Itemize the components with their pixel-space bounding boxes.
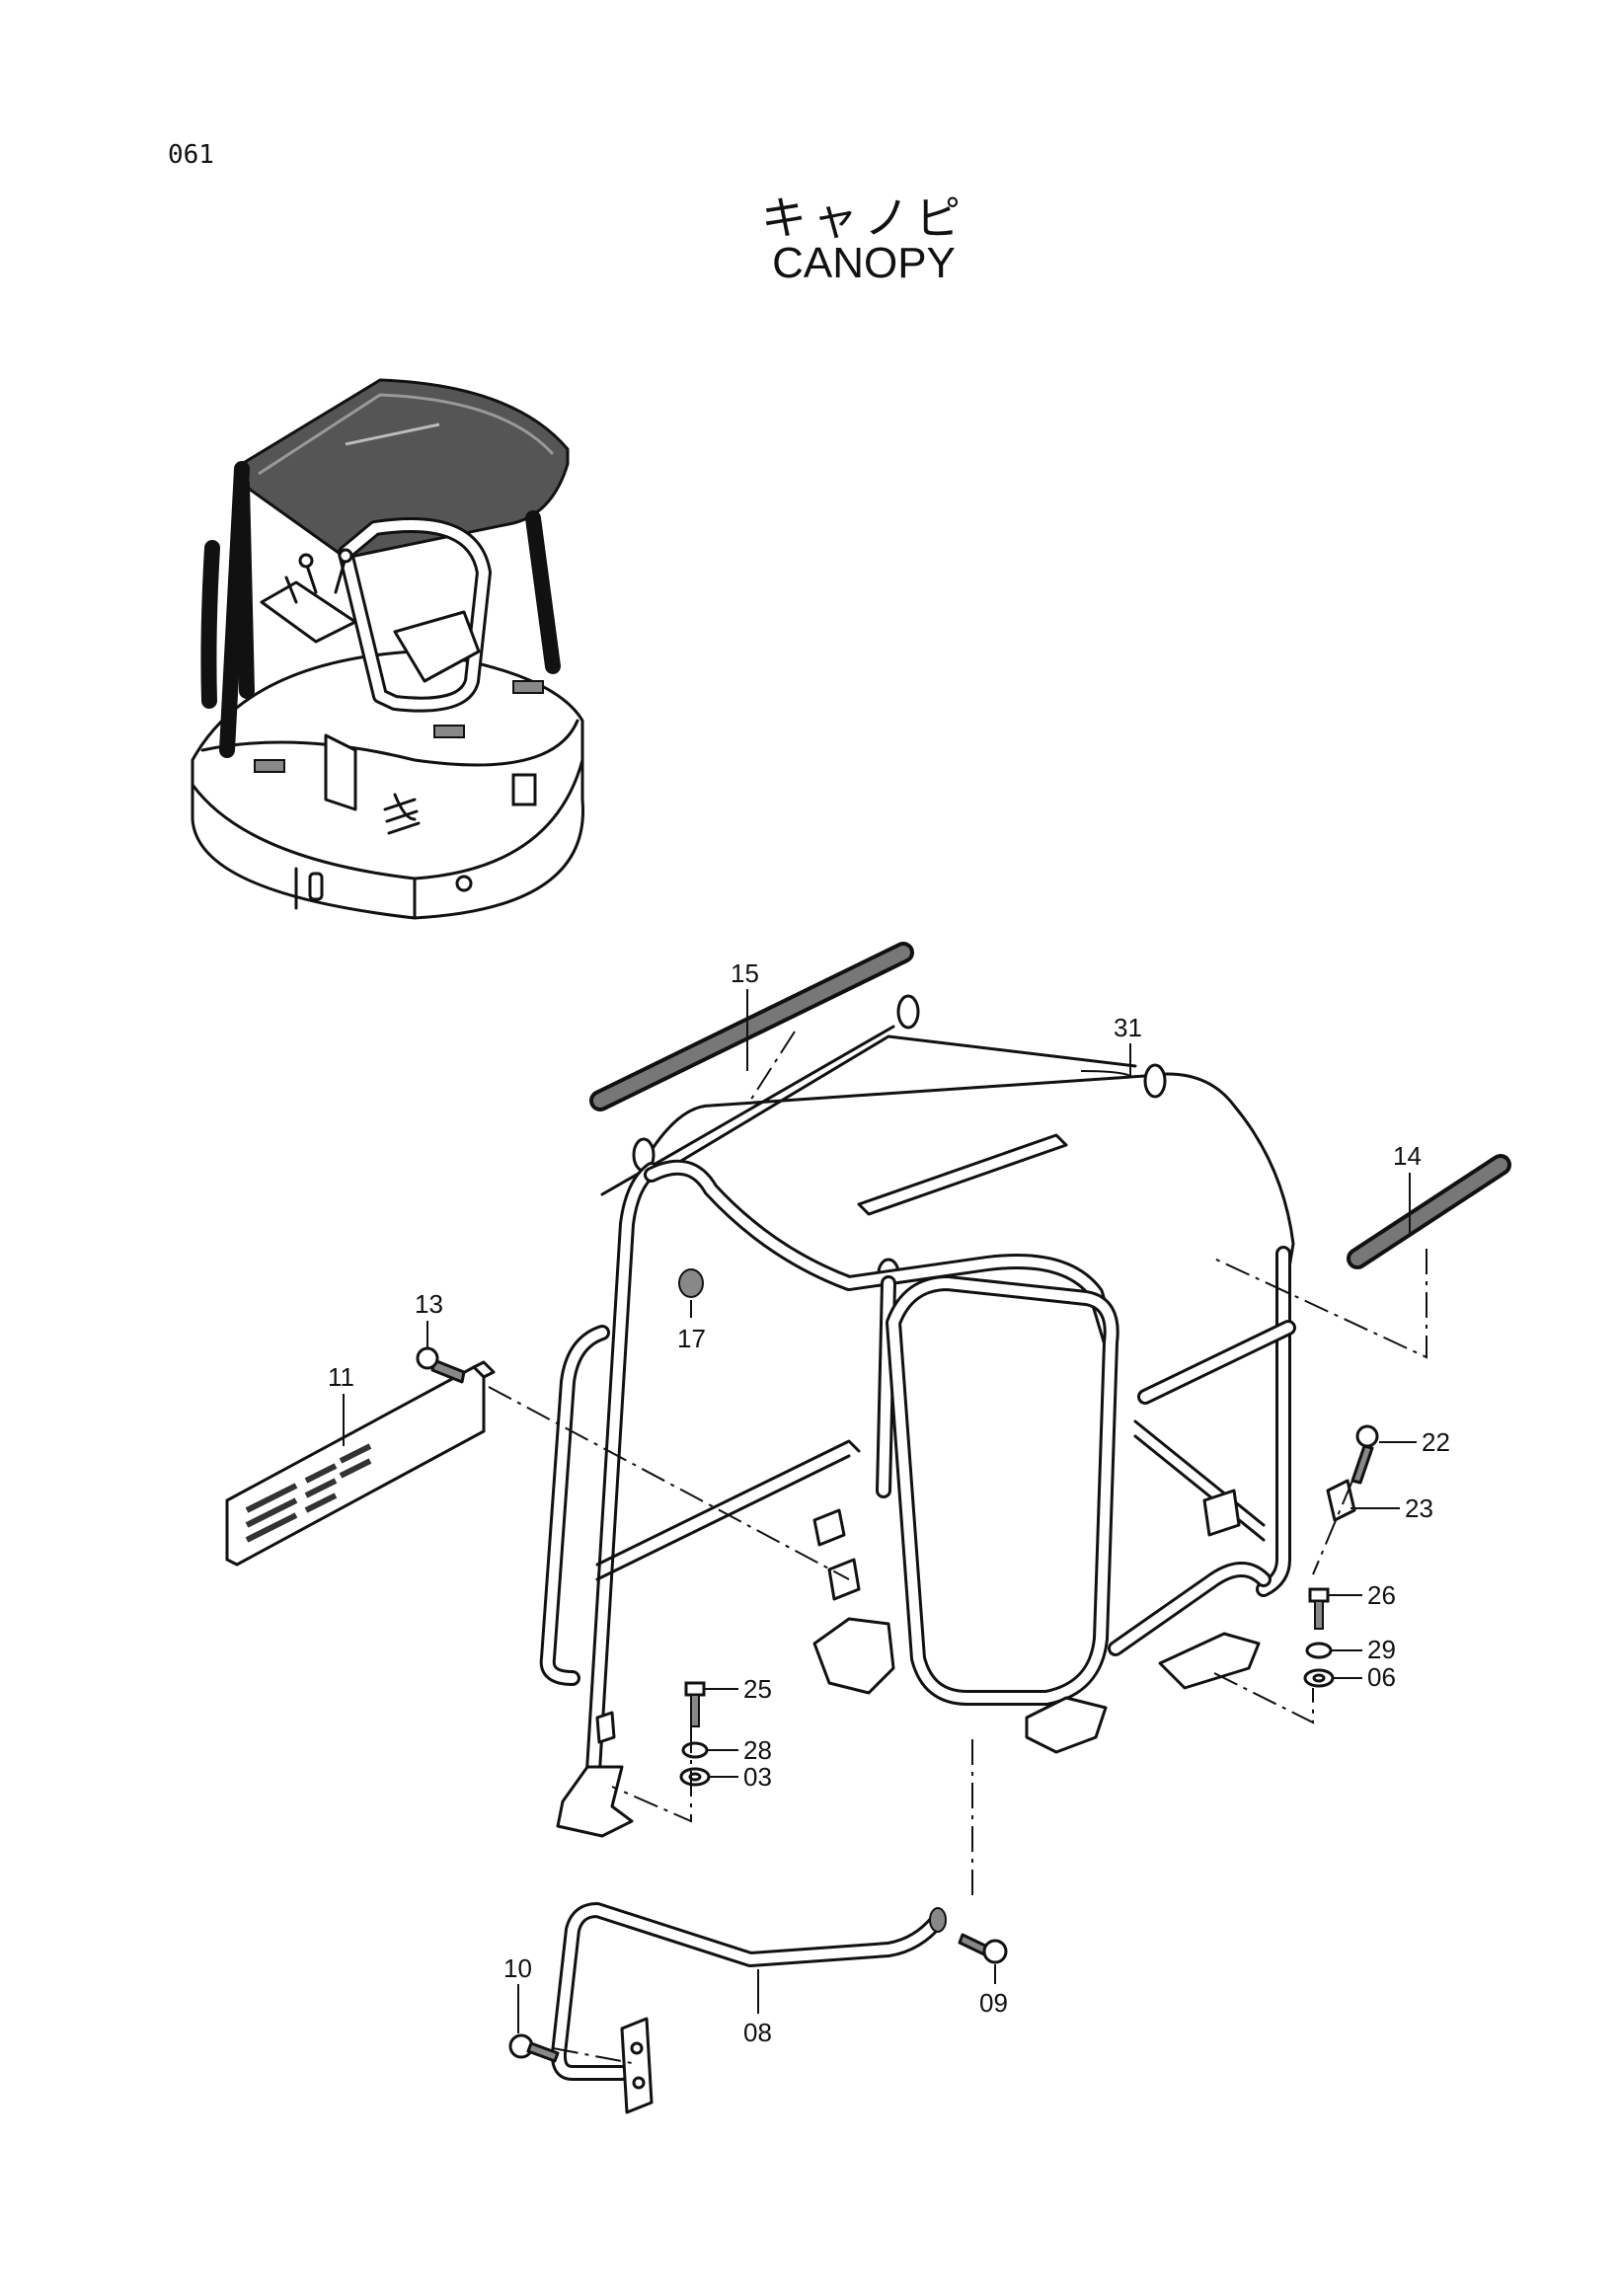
- leader-lines: [343, 989, 1417, 2033]
- callout-31: 31: [1114, 1013, 1142, 1042]
- callout-10: 10: [503, 1953, 532, 1983]
- weatherstrip-15: [589, 942, 914, 1111]
- callout-15: 15: [731, 958, 759, 988]
- callout-06: 06: [1367, 1662, 1396, 1692]
- callout-22: 22: [1422, 1427, 1450, 1457]
- callout-25: 25: [743, 1674, 772, 1704]
- side-panel: [225, 1360, 496, 1567]
- callout-11: 11: [328, 1362, 354, 1392]
- callout-14: 14: [1393, 1141, 1422, 1171]
- callout-labels: 15 31 14 13 11 17 22 23 26 29 06 25 28 0…: [328, 958, 1450, 2047]
- callout-23: 23: [1405, 1493, 1433, 1523]
- callout-03: 03: [743, 1762, 772, 1792]
- callout-26: 26: [1367, 1580, 1396, 1610]
- weatherstrip-14: [1347, 1154, 1511, 1269]
- callout-09: 09: [979, 1988, 1008, 2018]
- canopy-frame: [539, 994, 1296, 1838]
- title-english: CANOPY: [772, 239, 956, 287]
- callout-08: 08: [743, 2018, 772, 2047]
- page-number: 061: [168, 140, 214, 170]
- title-japanese: キャノピ: [761, 191, 966, 245]
- machine-overview: [191, 378, 585, 920]
- callout-17: 17: [677, 1324, 706, 1353]
- stay-bar: [550, 1902, 947, 2114]
- callout-29: 29: [1367, 1635, 1396, 1664]
- callout-13: 13: [415, 1289, 443, 1319]
- assembly-lines: [488, 1031, 1427, 2064]
- callout-28: 28: [743, 1735, 772, 1765]
